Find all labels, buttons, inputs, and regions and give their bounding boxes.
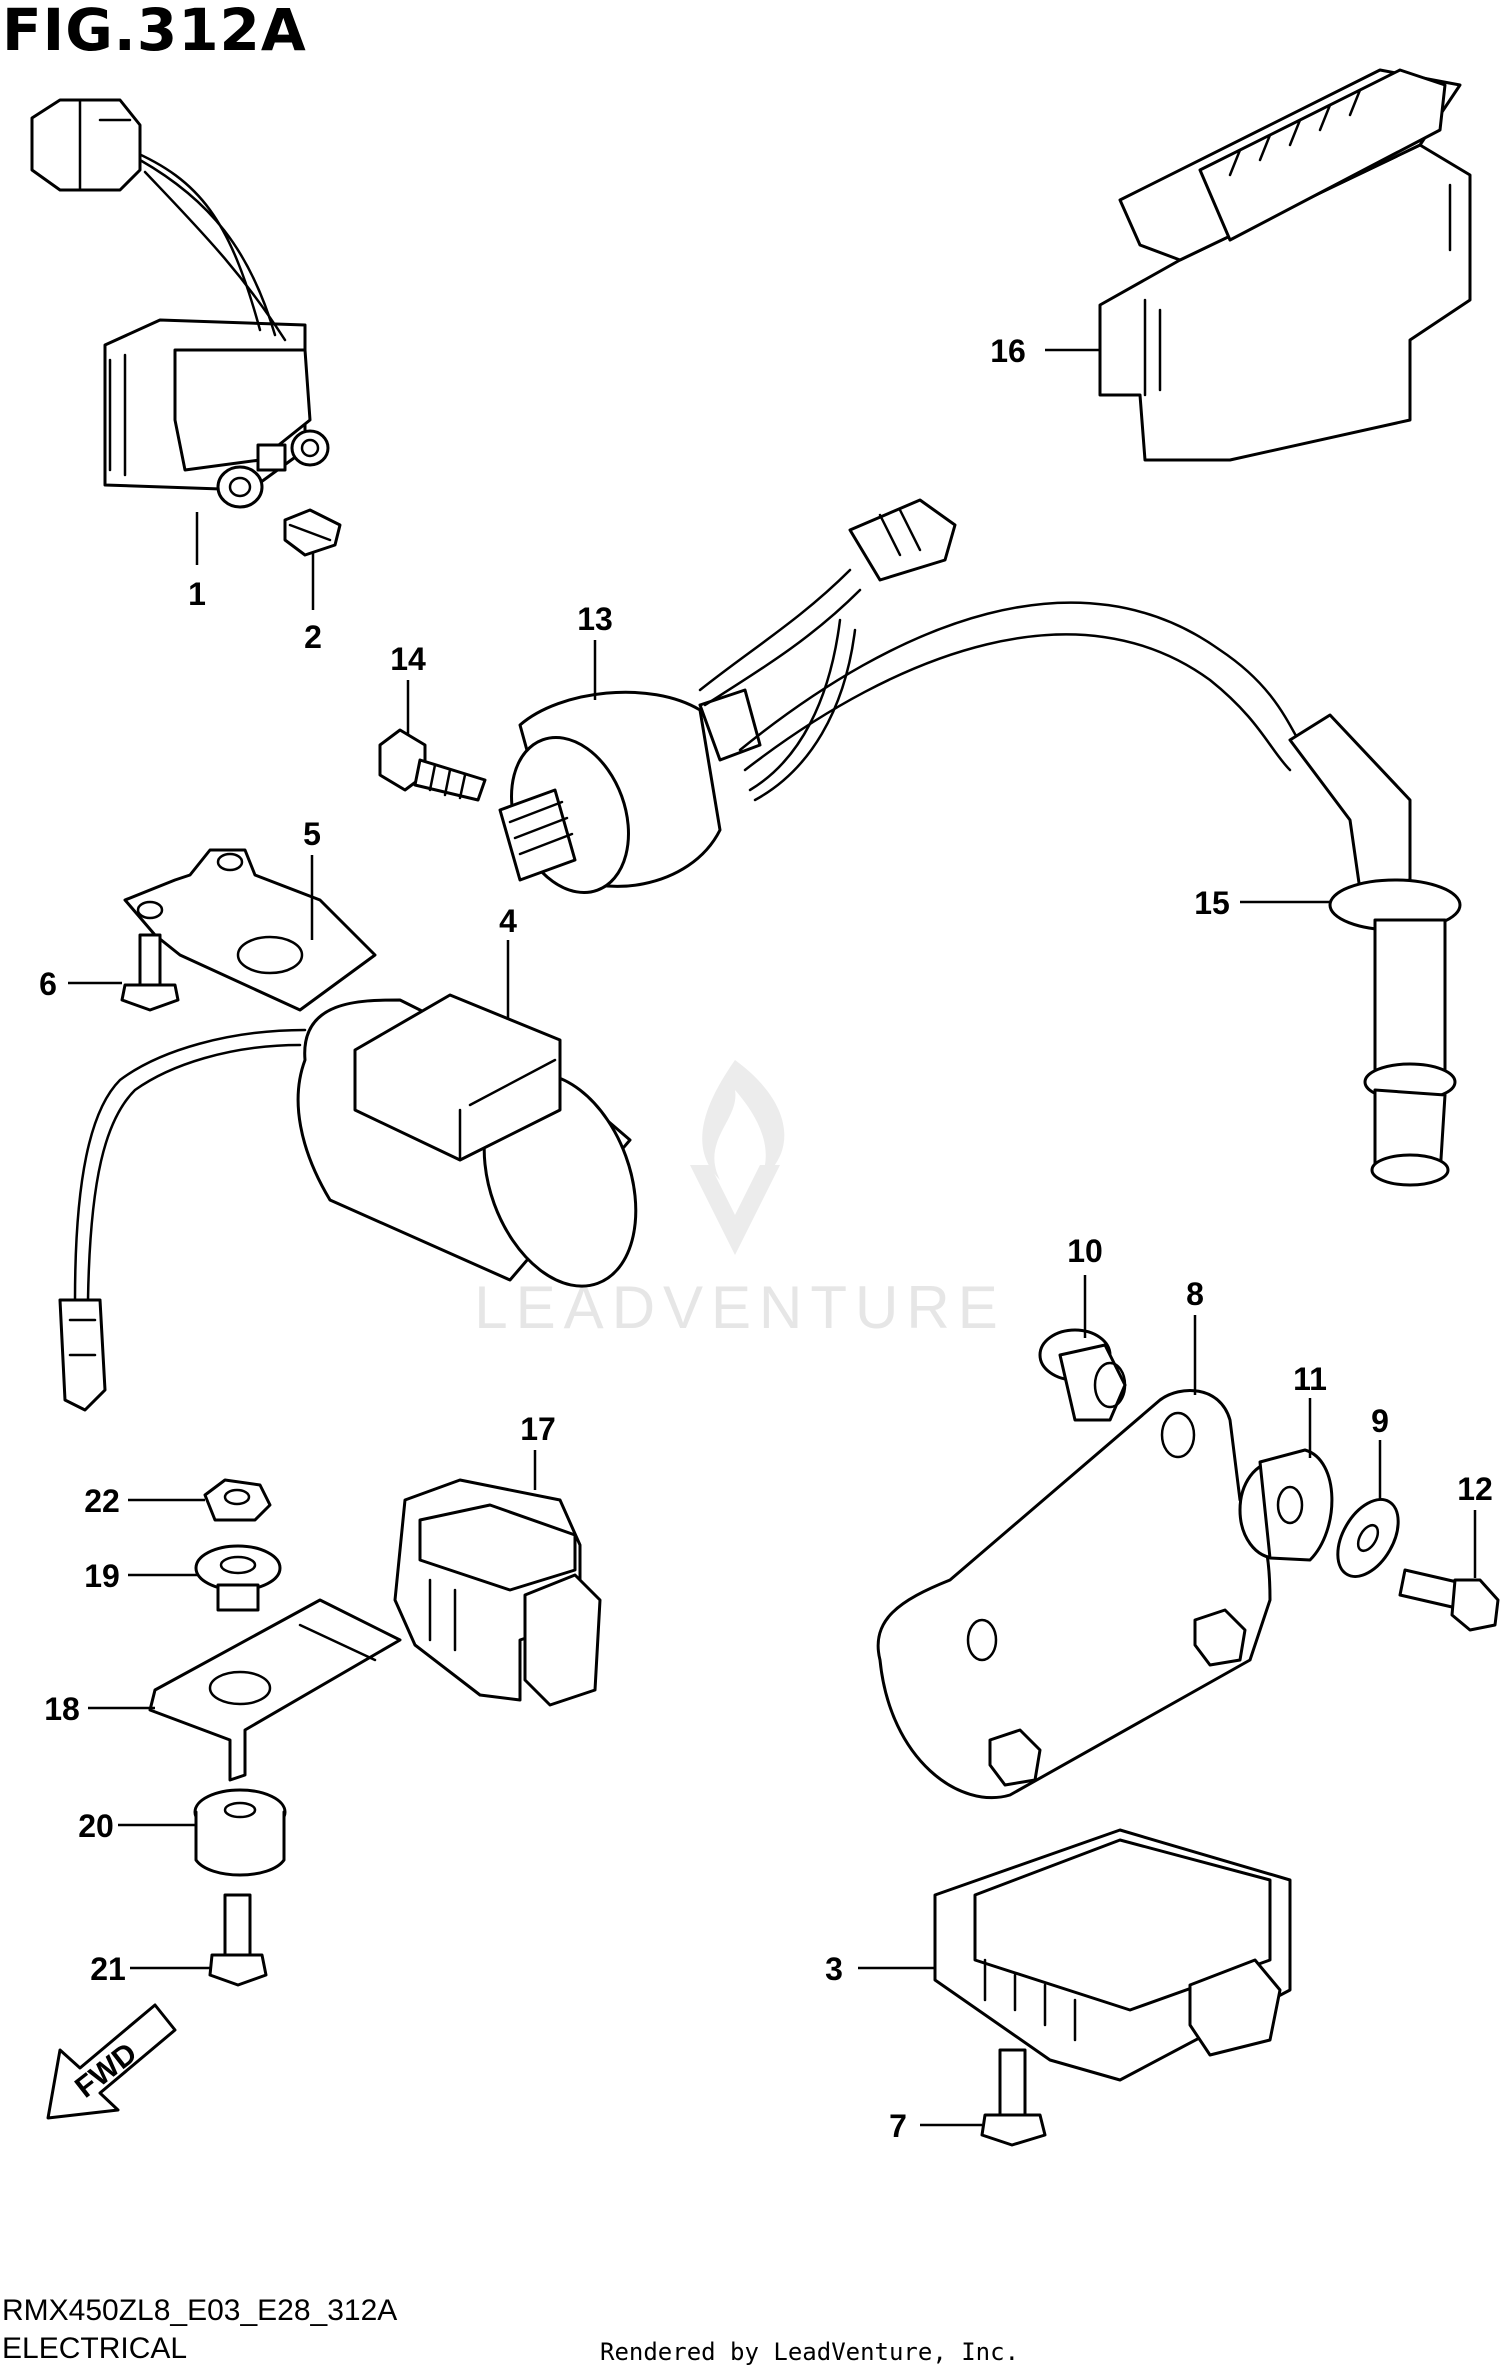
callout-12: 12 xyxy=(1457,1471,1493,1507)
part-4-capacitor[interactable] xyxy=(58,993,663,1412)
callout-5: 5 xyxy=(303,816,321,852)
part-18-plate[interactable] xyxy=(148,1598,402,1782)
callout-3: 3 xyxy=(825,1951,843,1987)
part-2-screw[interactable] xyxy=(283,508,342,557)
callout-6: 6 xyxy=(39,966,57,1002)
callout-7: 7 xyxy=(889,2108,907,2144)
part-3-regulator[interactable] xyxy=(933,1828,1292,2082)
callout-10: 10 xyxy=(1067,1233,1103,1269)
part-12-bolt[interactable] xyxy=(1398,1568,1500,1632)
callout-15: 15 xyxy=(1194,885,1230,921)
part-9-washer[interactable] xyxy=(1325,1489,1410,1587)
callout-14: 14 xyxy=(390,641,426,677)
model-code: RMX450ZL8_E03_E28_312A xyxy=(2,2294,398,2327)
part-14-bolt[interactable] xyxy=(378,728,487,802)
callout-17: 17 xyxy=(520,1411,556,1447)
fwd-arrow-icon: FWD xyxy=(46,2003,177,2120)
watermark-text: LEADVENTURE xyxy=(474,1274,1005,1341)
callout-18: 18 xyxy=(44,1691,80,1727)
v-logo-icon xyxy=(690,1165,780,1255)
callout-16: 16 xyxy=(990,333,1026,369)
part-20-grommet[interactable] xyxy=(193,1788,287,1877)
part-22-nut[interactable] xyxy=(203,1478,272,1522)
callout-1: 1 xyxy=(188,576,206,612)
page-title: FIG.312A xyxy=(2,0,307,64)
part-6-bolt[interactable] xyxy=(120,933,180,1012)
part-16-ecu[interactable] xyxy=(1098,68,1472,462)
part-17-connector[interactable] xyxy=(393,1478,602,1707)
callout-4: 4 xyxy=(499,903,517,939)
flame-icon xyxy=(702,1060,785,1180)
part-10-collar[interactable] xyxy=(1038,1328,1127,1422)
callout-11: 11 xyxy=(1293,1361,1327,1397)
watermark: LEADVENTURE xyxy=(474,1060,1005,1341)
section-name: ELECTRICAL xyxy=(2,2332,188,2365)
part-13-ignition-coil[interactable] xyxy=(491,498,957,909)
callout-20: 20 xyxy=(78,1808,114,1844)
part-1-relay[interactable] xyxy=(30,98,330,509)
callout-19: 19 xyxy=(84,1558,120,1594)
callout-13: 13 xyxy=(577,601,613,637)
callout-numbers: 1 2 14 13 5 4 6 16 15 10 8 11 9 12 17 22… xyxy=(39,333,1493,2144)
part-5-bracket[interactable] xyxy=(123,848,377,1012)
part-11-grommet[interactable] xyxy=(1238,1448,1334,1562)
rendered-by-credit: Rendered by LeadVenture, Inc. xyxy=(600,2338,1020,2366)
callout-leaders xyxy=(68,348,1477,2127)
part-21-bolt[interactable] xyxy=(208,1893,268,1987)
part-7-bolt[interactable] xyxy=(980,2048,1047,2147)
callout-21: 21 xyxy=(90,1951,126,1987)
callout-9: 9 xyxy=(1371,1403,1389,1439)
callout-2: 2 xyxy=(304,619,322,655)
part-19-collar[interactable] xyxy=(194,1544,282,1612)
part-8-bracket-plate[interactable] xyxy=(876,1389,1272,1800)
callout-22: 22 xyxy=(84,1483,120,1519)
callout-8: 8 xyxy=(1186,1276,1204,1312)
part-15-spark-plug-cap[interactable] xyxy=(738,601,1462,1187)
